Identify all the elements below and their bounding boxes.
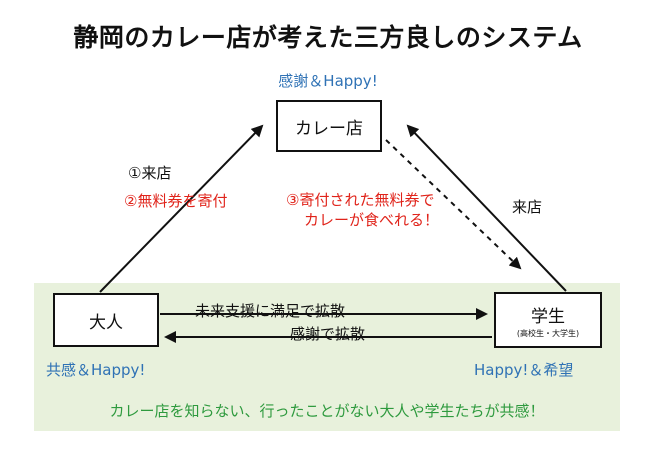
arrow-adult-to-shop — [99, 124, 264, 293]
adult-happy-label: 共感＆Happy! — [46, 361, 146, 379]
page-title: 静岡のカレー店が考えた三方良しのシステム — [73, 23, 583, 52]
arrow-student-to-shop — [406, 124, 567, 292]
student-label: 学生 — [531, 306, 565, 327]
edge-label-eat-line2: カレーが食べれる！ — [304, 211, 440, 229]
edge-label-visit-2: 来店 — [512, 198, 543, 216]
edge-label-eat-line1: ③寄付された無料券で — [286, 191, 435, 209]
student-happy-label: Happy!＆希望 — [474, 361, 574, 379]
curry-shop-node: カレー店 — [276, 100, 382, 152]
edge-label-thanks: 感謝で拡散 — [290, 325, 366, 343]
edge-label-eat: ③寄付された無料券で カレーが食べれる！ — [286, 190, 486, 230]
edge-label-support: 未来支援に満足で拡散 — [195, 302, 346, 320]
student-sublabel: (高校生・大学生) — [516, 328, 580, 338]
edge-label-visit-1: ①来店 — [128, 164, 172, 182]
curry-shop-label: カレー店 — [295, 118, 363, 139]
adult-label: 大人 — [89, 312, 123, 333]
footer-message: カレー店を知らない、行ったことがない大人や学生たちが共感！ — [109, 402, 545, 420]
edge-label-donate: ②無料券を寄付 — [124, 192, 228, 210]
arrow-shop-to-student-dashed — [385, 139, 522, 270]
shop-happy-label: 感謝＆Happy! — [278, 72, 378, 90]
adult-node: 大人 — [53, 293, 159, 347]
student-node: 学生 (高校生・大学生) — [494, 292, 602, 348]
